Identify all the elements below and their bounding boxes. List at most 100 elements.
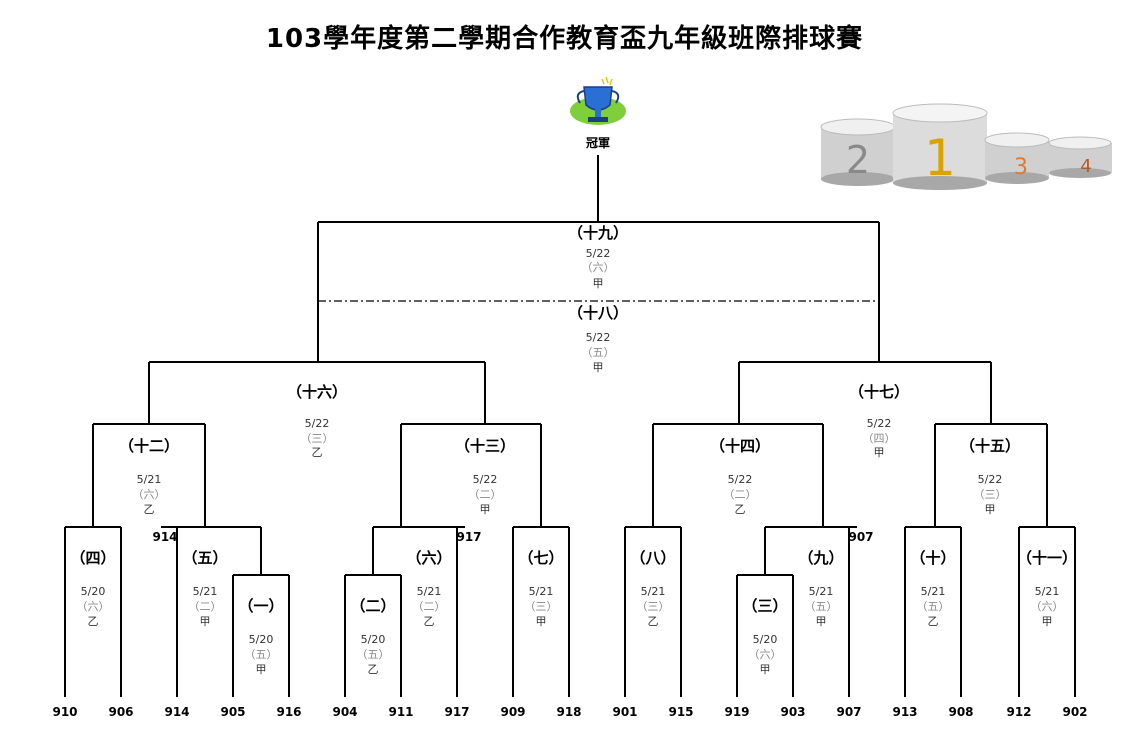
team-label-912: 912 (1006, 705, 1031, 719)
match-court-7: 甲 (760, 663, 771, 676)
team-label-901: 901 (612, 705, 637, 719)
match-number-6: （八） (630, 549, 675, 567)
match-court-5: 甲 (536, 615, 547, 628)
match-date-7: 5/20 (753, 633, 778, 646)
match-day-5: （三） (525, 600, 558, 613)
match-court-4: 乙 (424, 615, 435, 628)
match-day-1: （二） (189, 600, 222, 613)
match-court-3: 乙 (368, 663, 379, 676)
match-day-6: （三） (637, 600, 670, 613)
match-day-0: （六） (77, 600, 110, 613)
side-label-907: 907 (848, 530, 873, 544)
match-day-15: （三） (301, 432, 334, 445)
match-day-8: （五） (805, 600, 838, 613)
match-date-10: 5/21 (1035, 585, 1060, 598)
match-day-13: （二） (724, 488, 757, 501)
team-label-903: 903 (780, 705, 805, 719)
match-number-16: （十七） (849, 383, 909, 401)
page-title: 103學年度第二學期合作教育盃九年級班際排球賽 (265, 24, 864, 54)
match-number-5: （七） (518, 549, 563, 567)
team-label-918: 918 (556, 705, 581, 719)
match-day-4: （二） (413, 600, 446, 613)
match-court-8: 甲 (816, 615, 827, 628)
match-court-9: 乙 (928, 615, 939, 628)
side-label-917: 917 (456, 530, 481, 544)
match-day-9: （五） (917, 600, 950, 613)
match-date-9: 5/21 (921, 585, 946, 598)
team-label-902: 902 (1062, 705, 1087, 719)
match-court-18: 甲 (593, 277, 604, 290)
match-date-5: 5/21 (529, 585, 554, 598)
podium-number-4: 4 (1080, 156, 1091, 177)
match-court-0: 乙 (88, 615, 99, 628)
match-date-4: 5/21 (417, 585, 442, 598)
match-date-15: 5/22 (305, 417, 330, 430)
match-day-11: （六） (133, 488, 166, 501)
match-day-2: （五） (245, 648, 278, 661)
team-label-910: 910 (52, 705, 77, 719)
podium-number-1: 1 (924, 129, 956, 187)
match-number-0: （四） (70, 549, 115, 567)
match-number-18: （十九） (568, 224, 628, 242)
team-label-907: 907 (836, 705, 861, 719)
match-day-17: （五） (582, 346, 615, 359)
team-label-908: 908 (948, 705, 973, 719)
match-date-16: 5/22 (867, 417, 892, 430)
team-label-919: 919 (724, 705, 749, 719)
team-label-913: 913 (892, 705, 917, 719)
match-number-8: （九） (798, 549, 843, 567)
team-label-904: 904 (332, 705, 357, 719)
team-label-916: 916 (276, 705, 301, 719)
champion-label: 冠軍 (586, 136, 610, 150)
match-number-10: （十一） (1017, 549, 1077, 567)
team-label-909: 909 (500, 705, 525, 719)
match-court-11: 乙 (144, 503, 155, 516)
match-number-11: （十二） (119, 437, 179, 455)
match-number-15: （十六） (287, 383, 347, 401)
match-date-2: 5/20 (249, 633, 274, 646)
match-number-9: （十） (910, 549, 955, 567)
side-label-914: 914 (152, 530, 177, 544)
match-date-14: 5/22 (978, 473, 1003, 486)
match-date-12: 5/22 (473, 473, 498, 486)
match-court-12: 甲 (480, 503, 491, 516)
match-number-4: （六） (406, 549, 451, 567)
match-day-12: （二） (469, 488, 502, 501)
match-number-7: （三） (742, 597, 787, 615)
podium-number-2: 2 (846, 138, 870, 182)
match-number-2: （一） (238, 597, 283, 615)
match-date-11: 5/21 (137, 473, 162, 486)
match-day-16: （四） (863, 432, 896, 445)
match-day-14: （三） (974, 488, 1007, 501)
match-court-15: 乙 (312, 446, 323, 459)
match-date-13: 5/22 (728, 473, 753, 486)
match-number-13: （十四） (710, 437, 770, 455)
match-date-18: 5/22 (586, 247, 611, 260)
match-number-3: （二） (350, 597, 395, 615)
match-number-1: （五） (182, 549, 227, 567)
trophy-icon (570, 76, 626, 125)
match-number-14: （十五） (960, 437, 1020, 455)
team-label-911: 911 (388, 705, 413, 719)
team-label-906: 906 (108, 705, 133, 719)
team-label-917: 917 (444, 705, 469, 719)
match-day-3: （五） (357, 648, 390, 661)
team-label-905: 905 (220, 705, 245, 719)
match-number-17: （十八） (568, 304, 628, 322)
match-day-10: （六） (1031, 600, 1064, 613)
match-court-16: 甲 (874, 446, 885, 459)
match-date-17: 5/22 (586, 331, 611, 344)
match-day-7: （六） (749, 648, 782, 661)
match-court-1: 甲 (200, 615, 211, 628)
podium-number-3: 3 (1014, 155, 1028, 180)
match-date-1: 5/21 (193, 585, 218, 598)
podium-icon: 2 1 3 4 (820, 103, 1112, 190)
match-date-3: 5/20 (361, 633, 386, 646)
match-court-6: 乙 (648, 615, 659, 628)
team-label-915: 915 (668, 705, 693, 719)
team-label-914: 914 (164, 705, 189, 719)
match-court-17: 甲 (593, 361, 604, 374)
match-date-8: 5/21 (809, 585, 834, 598)
match-date-0: 5/20 (81, 585, 106, 598)
